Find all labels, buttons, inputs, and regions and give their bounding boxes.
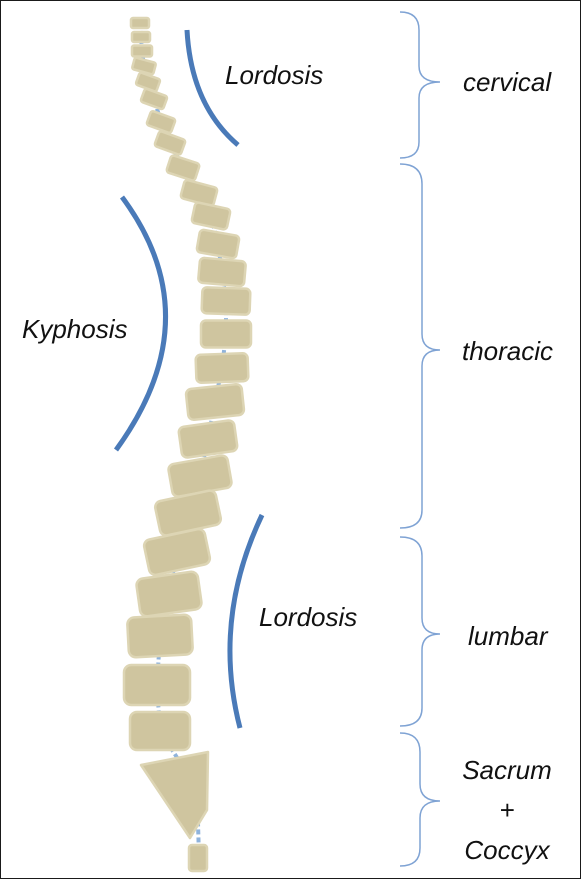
sacrum-coccyx-brace <box>400 733 440 866</box>
region-label-sacrum-coccyx: Sacrum + Coccyx <box>452 750 562 870</box>
lumbar-curvature-label: Lordosis <box>259 604 357 630</box>
vertebra <box>198 258 246 287</box>
region-label-coccyx: Coccyx <box>452 830 562 870</box>
vertebra <box>136 571 203 617</box>
vertebral-column <box>124 18 251 871</box>
vertebra <box>132 46 152 57</box>
lumbar-brace <box>400 537 440 726</box>
vertebra <box>154 489 222 536</box>
vertebra <box>130 712 190 750</box>
vertebra <box>196 353 249 383</box>
vertebra <box>131 18 149 28</box>
vertebra <box>196 229 239 259</box>
coccyx <box>189 845 207 871</box>
vertebra <box>124 665 190 705</box>
vertebra <box>202 287 251 315</box>
vertebra <box>132 57 156 74</box>
region-label-sacrum: Sacrum <box>452 750 562 790</box>
vertebra <box>143 528 211 576</box>
vertebra <box>166 155 200 181</box>
thoracic-curvature-label: Kyphosis <box>22 316 128 342</box>
vertebra <box>168 455 233 498</box>
region-label-lumbar: lumbar <box>468 623 547 649</box>
vertebra <box>186 384 245 421</box>
vertebra <box>191 202 231 230</box>
cervical-brace <box>400 12 440 158</box>
vertebra <box>127 614 193 657</box>
thoracic-brace <box>400 164 440 528</box>
region-label-thoracic: thoracic <box>462 338 553 364</box>
region-label-plus: + <box>452 790 562 830</box>
lumbar-lordosis-arc <box>230 515 262 728</box>
vertebra <box>201 321 251 348</box>
vertebra <box>132 32 150 42</box>
vertebra <box>146 111 176 134</box>
sacrum <box>141 752 208 838</box>
vertebra <box>140 88 167 109</box>
cervical-curvature-label: Lordosis <box>225 62 323 88</box>
region-label-cervical: cervical <box>463 69 551 95</box>
vertebra <box>154 131 186 156</box>
vertebra <box>178 420 238 458</box>
